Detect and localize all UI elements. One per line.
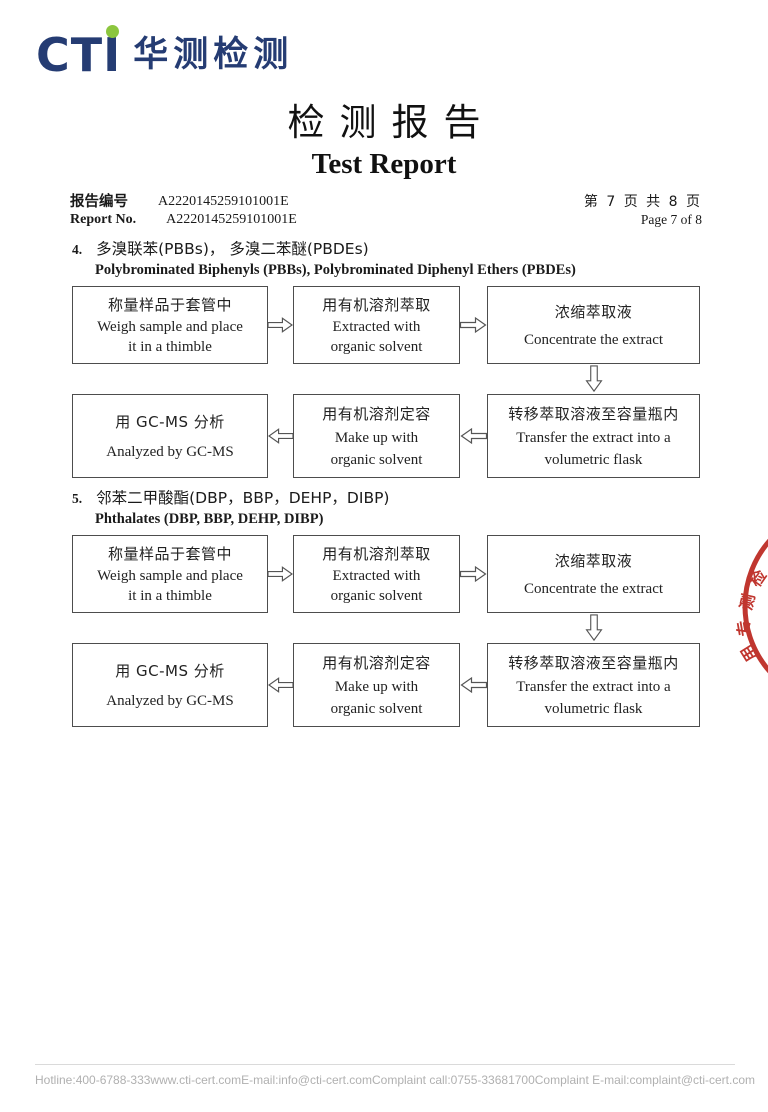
flow-box-text: 转移萃取溶液至容量瓶内	[508, 654, 679, 673]
flow-box-text: 浓缩萃取液	[554, 551, 633, 570]
report-info-row: 报告编号 A2220145259101001E Report No. A2220…	[70, 193, 702, 229]
cti-logo-text: CTI	[36, 25, 121, 78]
flow-box-transfer: 转移萃取溶液至容量瓶内 Transfer the extract into a …	[487, 394, 700, 478]
section-4-title-en: Polybrominated Biphenyls (PBBs), Polybro…	[95, 262, 576, 278]
report-title-cn: 检测报告	[287, 101, 496, 144]
flow-box-text: Analyzed by GC-MS	[106, 693, 234, 710]
section-5-title-cn: 邻苯二甲酸酯(DBP，BBP，DEHP，DIBP)	[96, 489, 390, 507]
page-indicator-cn: 第 7 页 共 8 页	[583, 194, 702, 210]
flow-box-text: organic solvent	[330, 700, 423, 717]
arrow-right-icon	[268, 286, 293, 364]
flow-box-text: organic solvent	[330, 339, 423, 356]
report-no-label-cn: 报告编号	[70, 194, 128, 210]
flow-box-text: Extracted with	[332, 567, 421, 584]
section-5-title-en: Phthalates (DBP, BBP, DEHP, DIBP)	[95, 511, 324, 527]
flow-box-text: Weigh sample and place	[97, 567, 243, 584]
logo-green-dot-icon	[106, 25, 120, 39]
flow-box-text: Concentrate the extract	[523, 332, 664, 349]
section-5-number: 5.	[72, 491, 83, 506]
flow-box-makeup: 用有机溶剂定容 Make up with organic solvent	[293, 643, 460, 727]
stamp-char: 测	[736, 592, 758, 612]
report-no-value-en-row: A2220145259101001E	[166, 212, 297, 227]
flowchart-phthalates: 称量样品于套管中 Weigh sample and place it in a …	[72, 535, 700, 727]
flow-box-text: 转移萃取溶液至容量瓶内	[508, 405, 679, 424]
page-footer: Hotline:400-6788-333 www.cti-cert.com E-…	[35, 1064, 755, 1087]
flow-box-text: Extracted with	[332, 318, 421, 335]
flow-box-transfer: 转移萃取溶液至容量瓶内 Transfer the extract into a …	[487, 643, 700, 727]
arrow-left-icon	[268, 643, 293, 727]
flow-box-text: organic solvent	[330, 451, 423, 468]
arrow-right-icon	[460, 535, 487, 613]
stamp-char: 检	[746, 566, 768, 590]
flow-box-text: Transfer the extract into a	[516, 429, 671, 446]
cti-logo-chinese: 华测检测	[133, 35, 294, 75]
flow-box-text: 用有机溶剂萃取	[322, 544, 431, 563]
stamp-char: 用	[737, 641, 762, 665]
flow-box-extract: 用有机溶剂萃取 Extracted with organic solvent	[293, 535, 460, 613]
flow-box-analyze: 用 GC-MS 分析 Analyzed by GC-MS	[72, 643, 268, 727]
section-5-heading: 5. 邻苯二甲酸酯(DBP，BBP，DEHP，DIBP)	[72, 486, 768, 508]
cti-logo-letters: CTI	[36, 28, 122, 83]
page-indicator-block: 第 7 页 共 8 页 Page 7 of 8	[584, 193, 702, 229]
flow-box-text: it in a thimble	[128, 339, 212, 356]
flow-box-text: Transfer the extract into a	[516, 678, 671, 695]
page-indicator-en: Page 7 of 8	[640, 212, 702, 227]
arrow-left-icon	[460, 643, 487, 727]
flow-box-text: 用有机溶剂定容	[322, 654, 431, 673]
flow-box-extract: 用有机溶剂萃取 Extracted with organic solvent	[293, 286, 460, 364]
report-number-block: 报告编号 A2220145259101001E Report No. A2220…	[70, 193, 297, 229]
flow-box-text: Concentrate the extract	[523, 581, 664, 598]
flow-box-text: Weigh sample and place	[97, 318, 243, 335]
red-seal-stamp-partial: 检 测 专 用	[733, 538, 768, 674]
flow-box-text: 称量样品于套管中	[107, 544, 232, 563]
arrow-right-icon	[460, 286, 487, 364]
brand-logo: CTI 华测检测	[36, 25, 768, 78]
arrow-left-icon	[268, 394, 293, 478]
flow-box-text: 用 GC-MS 分析	[115, 412, 225, 431]
flow-box-concentrate: 浓缩萃取液 Concentrate the extract	[487, 535, 700, 613]
flow-box-text: 用 GC-MS 分析	[115, 661, 225, 680]
report-no-label-en: Report No.	[70, 212, 137, 227]
flow-box-text: Analyzed by GC-MS	[106, 444, 234, 461]
flow-box-text: volumetric flask	[544, 700, 643, 717]
flow-box-concentrate: 浓缩萃取液 Concentrate the extract	[487, 286, 700, 364]
flow-box-text: 称量样品于套管中	[107, 295, 232, 314]
footer-website: www.cti-cert.com	[150, 1073, 242, 1087]
flow-box-analyze: 用 GC-MS 分析 Analyzed by GC-MS	[72, 394, 268, 478]
arrow-down-icon	[487, 613, 700, 643]
flow-box-weigh: 称量样品于套管中 Weigh sample and place it in a …	[72, 286, 268, 364]
footer-hotline: Hotline:400-6788-333	[35, 1073, 151, 1087]
section-4-number: 4.	[72, 242, 83, 257]
flow-box-makeup: 用有机溶剂定容 Make up with organic solvent	[293, 394, 460, 478]
report-title-en: Test Report	[311, 148, 457, 180]
flow-box-text: 用有机溶剂萃取	[322, 295, 431, 314]
section-4-heading: 4. 多溴联苯(PBBs)， 多溴二苯醚(PBDEs)	[72, 237, 768, 259]
section-4-title-cn: 多溴联苯(PBBs)， 多溴二苯醚(PBDEs)	[96, 240, 369, 258]
flowchart-pbb-pbde: 称量样品于套管中 Weigh sample and place it in a …	[72, 286, 700, 478]
flow-box-text: volumetric flask	[544, 451, 643, 468]
flow-box-weigh: 称量样品于套管中 Weigh sample and place it in a …	[72, 535, 268, 613]
flow-box-text: it in a thimble	[128, 588, 212, 605]
flow-box-text: Make up with	[334, 678, 419, 695]
flow-box-text: 浓缩萃取液	[554, 302, 633, 321]
flow-box-text: organic solvent	[330, 588, 423, 605]
report-no-value-cn-row: A2220145259101001E	[158, 194, 289, 209]
footer-complaint-email: Complaint E-mail:complaint@cti-cert.com	[534, 1073, 756, 1087]
flow-box-text: 用有机溶剂定容	[322, 405, 431, 424]
footer-complaint-call: Complaint call:0755-33681700	[371, 1073, 535, 1087]
arrow-right-icon	[268, 535, 293, 613]
arrow-down-icon	[487, 364, 700, 394]
footer-email: E-mail:info@cti-cert.com	[241, 1073, 372, 1087]
stamp-char: 专	[734, 619, 755, 638]
flow-box-text: Make up with	[334, 429, 419, 446]
arrow-left-icon	[460, 394, 487, 478]
